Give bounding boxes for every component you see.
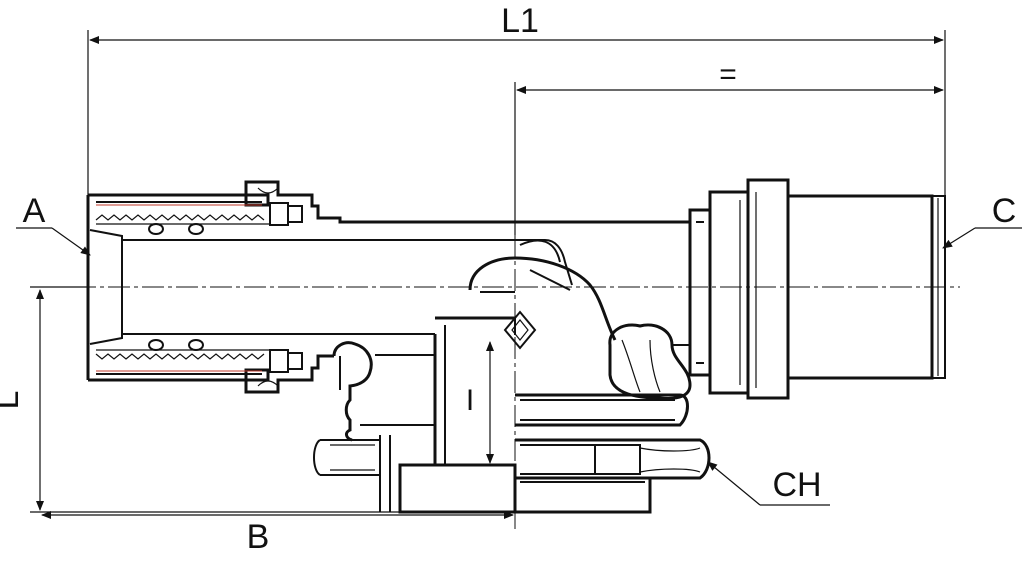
left-press-fitting bbox=[86, 180, 515, 394]
label-a: A bbox=[23, 192, 46, 230]
valve-body: I bbox=[433, 218, 692, 465]
dimension-l: L bbox=[0, 286, 400, 513]
label-ch: CH bbox=[772, 466, 821, 504]
dimension-b: B bbox=[41, 511, 514, 556]
hex-nut bbox=[515, 438, 711, 514]
label-b: B bbox=[247, 518, 270, 556]
label-equal: = bbox=[719, 58, 737, 91]
dimension-equal: = bbox=[514, 58, 944, 235]
label-l: L bbox=[0, 391, 26, 410]
leader-a: A bbox=[16, 192, 91, 256]
leader-c: C bbox=[942, 192, 1022, 249]
label-l1: L1 bbox=[501, 2, 539, 40]
right-fitting bbox=[672, 178, 946, 400]
base-fitting bbox=[313, 341, 517, 514]
label-c: C bbox=[992, 192, 1017, 230]
leader-ch: CH bbox=[707, 461, 830, 506]
center-lines bbox=[40, 235, 960, 530]
dimension-l1: L1 bbox=[87, 2, 946, 195]
label-insert: I bbox=[466, 384, 474, 417]
